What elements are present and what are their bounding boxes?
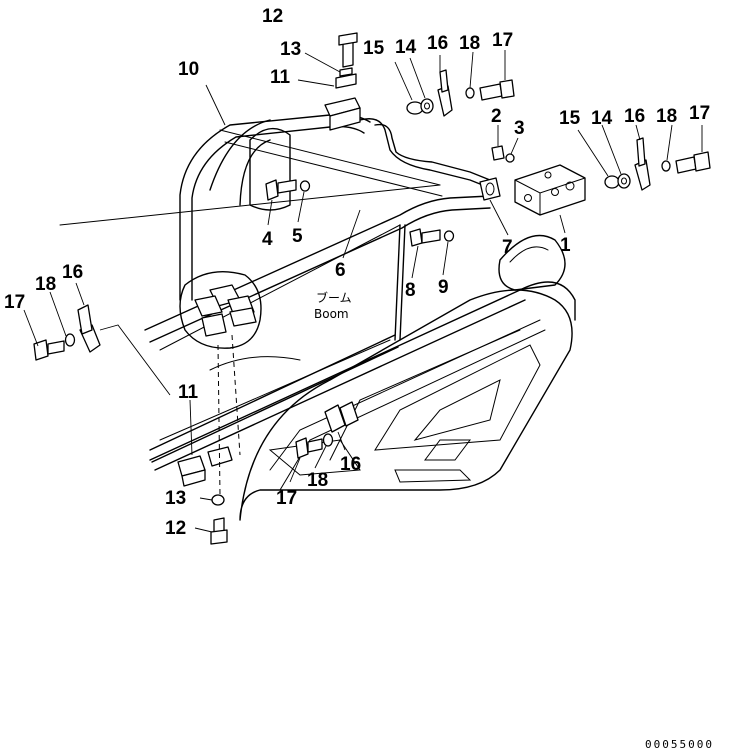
callout-14-right: 14 (591, 108, 613, 129)
callout-14-upper: 14 (395, 37, 417, 58)
callout-2: 2 (491, 106, 502, 127)
callout-18-left: 18 (35, 274, 56, 295)
pipe-6 (144, 118, 496, 351)
callout-18-upper: 18 (459, 33, 480, 54)
callout-12-bottom: 12 (165, 518, 186, 539)
callout-8: 8 (405, 280, 416, 301)
callout-17-right: 17 (689, 103, 710, 124)
callout-16-right: 16 (624, 106, 645, 127)
callout-labels: 12 13 11 10 15 14 16 18 17 2 3 15 14 16 … (4, 6, 710, 539)
callout-18-lower: 18 (307, 470, 328, 491)
lower-clamp (177, 334, 241, 545)
callout-11-bottom: 11 (178, 382, 199, 403)
bolt-4-washer-5 (265, 179, 311, 201)
callout-17-lower: 17 (276, 488, 297, 509)
valve-block-1 (514, 164, 586, 216)
flange-set-upper-left (406, 69, 515, 117)
callout-17-left: 17 (4, 292, 25, 313)
flange-set-lower (295, 401, 359, 459)
callout-12-top: 12 (262, 6, 283, 27)
boom-body (149, 234, 576, 521)
upper-clamp (324, 32, 361, 131)
callout-16-upper: 16 (427, 33, 448, 54)
drawing-code: 00055000 (645, 738, 714, 751)
callout-4: 4 (262, 229, 273, 250)
callout-11-top: 11 (270, 67, 291, 88)
callout-7: 7 (502, 237, 513, 258)
callout-17-upper: 17 (492, 30, 513, 51)
callout-10: 10 (178, 59, 199, 80)
callout-5: 5 (292, 226, 303, 247)
leader-lines (23, 50, 703, 533)
callout-15-right: 15 (559, 108, 581, 129)
callout-13-top: 13 (280, 39, 301, 60)
detail-circle (179, 270, 262, 349)
callout-16-lower: 16 (340, 454, 361, 475)
bolt-8-washer-9 (409, 228, 455, 247)
boom-label: ブーム Boom (314, 290, 352, 321)
boom-label-jp: ブーム (316, 290, 352, 305)
callout-13-bottom: 13 (165, 488, 186, 509)
callout-15-upper: 15 (363, 38, 385, 59)
callout-3: 3 (514, 118, 525, 139)
callout-9: 9 (438, 277, 449, 298)
flange-set-upper-right (604, 137, 711, 191)
flange-set-left (33, 304, 171, 396)
callout-18-right: 18 (656, 106, 677, 127)
clamp-7 (479, 177, 501, 201)
pipe-10 (59, 113, 443, 301)
bolt-2-washer-3 (491, 145, 515, 163)
callout-16-left: 16 (62, 262, 83, 283)
callout-1: 1 (560, 235, 571, 256)
callout-6: 6 (335, 260, 346, 281)
boom-label-en: Boom (314, 307, 349, 321)
